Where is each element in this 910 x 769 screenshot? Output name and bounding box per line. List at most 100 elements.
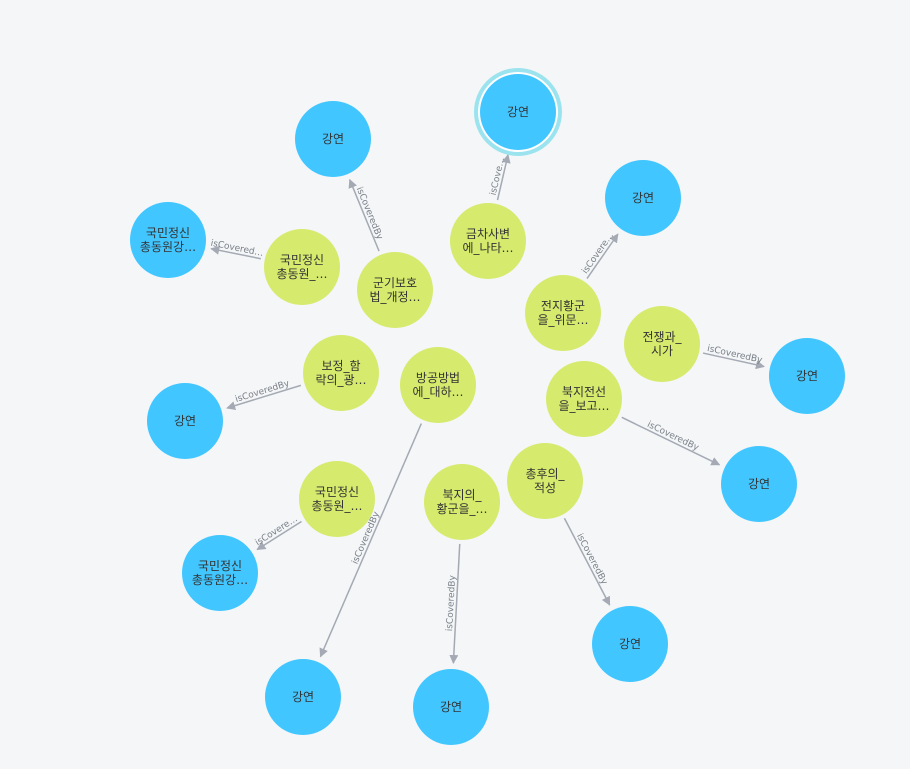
- source-node-n8[interactable]: 북지전선을_보고…: [546, 361, 622, 437]
- node-label: 군기보호: [373, 276, 417, 290]
- node-circle[interactable]: [769, 338, 845, 414]
- target-node-t1[interactable]: 강연: [474, 68, 562, 156]
- target-node-t7[interactable]: 강연: [721, 446, 797, 522]
- source-node-n11[interactable]: 북지의_황군을_…: [424, 464, 500, 540]
- edge-n8-t7[interactable]: isCoveredBy: [621, 416, 721, 466]
- node-label: 락의_광…: [315, 373, 366, 387]
- source-node-n10[interactable]: 총후의_적성: [507, 443, 583, 519]
- edge-n5-t5[interactable]: isCoveredBy: [702, 344, 765, 370]
- node-label: 시가: [651, 344, 673, 358]
- target-node-t5[interactable]: 강연: [769, 338, 845, 414]
- target-node-t8[interactable]: 국민정신총동원강…: [182, 535, 258, 611]
- edge-n10-t11[interactable]: isCoveredBy: [563, 517, 611, 606]
- node-circle[interactable]: [450, 203, 526, 279]
- node-label: 강연: [748, 477, 770, 491]
- edge-label: isCoveredBy: [645, 420, 700, 454]
- edge-label: isCovere…: [254, 514, 300, 548]
- node-circle[interactable]: [264, 229, 340, 305]
- node-circle[interactable]: [357, 252, 433, 328]
- edge-label: isCoveredBy: [445, 574, 458, 631]
- node-circle[interactable]: [605, 160, 681, 236]
- node-circle[interactable]: [265, 659, 341, 735]
- edge-line[interactable]: [348, 178, 380, 252]
- edge-line[interactable]: [449, 543, 461, 664]
- node-circle[interactable]: [546, 361, 622, 437]
- edge-line[interactable]: [563, 517, 611, 606]
- node-circle[interactable]: [295, 101, 371, 177]
- edge-line[interactable]: [319, 423, 423, 658]
- target-node-t9[interactable]: 강연: [265, 659, 341, 735]
- source-node-n1[interactable]: 금차사변에_나타…: [450, 203, 526, 279]
- node-circle[interactable]: [182, 535, 258, 611]
- source-node-n2[interactable]: 국민정신총동원_…: [264, 229, 340, 305]
- edge-line[interactable]: [586, 233, 619, 279]
- source-node-n3[interactable]: 군기보호법_개정…: [357, 252, 433, 328]
- edge-n4-t4[interactable]: isCovere…: [581, 231, 619, 279]
- node-circle[interactable]: [303, 335, 379, 411]
- edge-line[interactable]: [621, 416, 721, 466]
- node-label: 국민정신: [280, 253, 324, 267]
- node-circle[interactable]: [400, 347, 476, 423]
- edge-line[interactable]: [226, 384, 302, 410]
- node-label: 총동원강…: [192, 573, 248, 587]
- node-label: 총동원_…: [311, 499, 362, 513]
- edge-n9-t8[interactable]: isCovere…: [254, 514, 302, 551]
- node-label: 국민정신: [146, 226, 190, 240]
- edge-label: isCoveredBy: [574, 532, 609, 587]
- node-label: 에_나타…: [462, 241, 513, 255]
- node-label: 강연: [507, 105, 529, 119]
- node-circle[interactable]: [721, 446, 797, 522]
- source-node-n9[interactable]: 국민정신총동원_…: [299, 461, 375, 537]
- target-node-t3[interactable]: 국민정신총동원강…: [130, 202, 206, 278]
- edge-label: isCoveredBy: [234, 379, 291, 405]
- source-node-n7[interactable]: 방공방법에_대하…: [400, 347, 476, 423]
- edge-n1-t1[interactable]: isCove…: [489, 153, 511, 201]
- node-circle[interactable]: [525, 275, 601, 351]
- node-label: 강연: [632, 191, 654, 205]
- edge-label: isCove…: [489, 156, 508, 196]
- edge-label: isCoveredBy: [706, 344, 764, 366]
- target-node-t6[interactable]: 강연: [147, 383, 223, 459]
- node-circle[interactable]: [147, 383, 223, 459]
- node-circle[interactable]: [624, 306, 700, 382]
- node-label: 을_위문…: [537, 313, 588, 327]
- edge-n3-t2[interactable]: isCoveredBy: [348, 178, 385, 252]
- node-circle[interactable]: [480, 74, 556, 150]
- edge-n7-t9[interactable]: isCoveredBy: [319, 423, 423, 658]
- node-circle[interactable]: [507, 443, 583, 519]
- target-node-t4[interactable]: 강연: [605, 160, 681, 236]
- node-label: 강연: [440, 700, 462, 714]
- edge-n11-t10[interactable]: isCoveredBy: [445, 543, 461, 664]
- edge-line[interactable]: [256, 520, 302, 551]
- node-label: 전쟁과_: [642, 330, 682, 344]
- node-label: 강연: [292, 690, 314, 704]
- edge-line[interactable]: [702, 352, 765, 370]
- node-label: 적성: [534, 481, 556, 495]
- edge-n2-t3[interactable]: isCovered…: [210, 239, 265, 260]
- node-label: 금차사변: [466, 227, 510, 241]
- node-label: 국민정신: [315, 485, 359, 499]
- node-circle[interactable]: [592, 606, 668, 682]
- edge-line[interactable]: [496, 153, 511, 201]
- edge-line[interactable]: [210, 245, 261, 260]
- source-node-n6[interactable]: 보정_함락의_광…: [303, 335, 379, 411]
- source-node-n5[interactable]: 전쟁과_시가: [624, 306, 700, 382]
- source-node-n4[interactable]: 전지황군을_위문…: [525, 275, 601, 351]
- node-circle[interactable]: [413, 669, 489, 745]
- edge-label: isCovered…: [210, 239, 265, 259]
- node-label: 총동원강…: [140, 240, 196, 254]
- node-label: 강연: [619, 637, 641, 651]
- node-label: 북지의_: [442, 488, 482, 502]
- node-circle[interactable]: [299, 461, 375, 537]
- edge-label: isCoveredBy: [354, 186, 385, 242]
- target-node-t11[interactable]: 강연: [592, 606, 668, 682]
- node-circle[interactable]: [130, 202, 206, 278]
- edge-n6-t6[interactable]: isCoveredBy: [226, 379, 302, 410]
- node-label: 에_대하…: [412, 385, 463, 399]
- node-circle[interactable]: [424, 464, 500, 540]
- node-label: 강연: [174, 414, 196, 428]
- target-node-t10[interactable]: 강연: [413, 669, 489, 745]
- node-label: 전지황군: [541, 299, 585, 313]
- target-node-t2[interactable]: 강연: [295, 101, 371, 177]
